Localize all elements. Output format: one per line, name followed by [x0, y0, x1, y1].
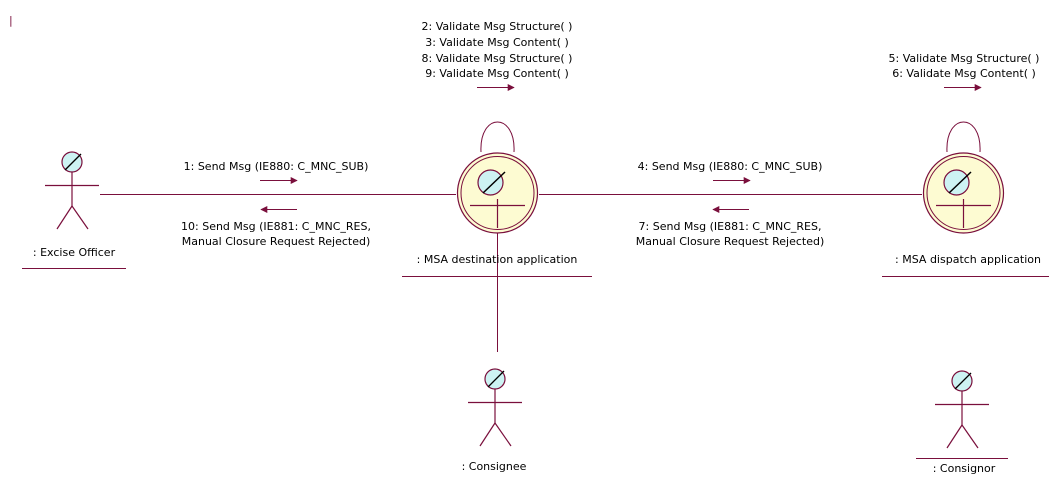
self-loop-disp[interactable]	[946, 121, 981, 153]
self-loop-dest[interactable]	[480, 121, 515, 153]
control-object-icon	[456, 152, 539, 234]
actor-icon	[468, 368, 522, 447]
self-message-2: 2: Validate Msg Structure( )	[422, 20, 573, 33]
message-label-7-line1: 7: Send Msg (IE881: C_MNC_RES,	[639, 220, 822, 233]
actor-consignee[interactable]: : Consignee	[462, 368, 527, 473]
message-label-1: 1: Send Msg (IE880: C_MNC_SUB)	[184, 160, 369, 173]
object-msa-dispatch[interactable]: : MSA dispatch application	[882, 152, 1049, 277]
actor-icon	[45, 151, 99, 230]
actor-consignor[interactable]: : Consignor	[916, 370, 1008, 475]
actor-label-excise-officer: : Excise Officer	[33, 246, 116, 259]
links	[100, 194, 922, 352]
stray-mark: |	[9, 14, 13, 27]
self-messages-dest: 2: Validate Msg Structure( ) 3: Validate…	[422, 20, 573, 80]
actor-icon	[935, 370, 989, 449]
self-message-6: 6: Validate Msg Content( )	[892, 67, 1036, 80]
message-label-7-line2: Manual Closure Request Rejected)	[636, 235, 825, 248]
self-messages-disp: 5: Validate Msg Structure( ) 6: Validate…	[889, 52, 1040, 80]
self-message-5: 5: Validate Msg Structure( )	[889, 52, 1040, 65]
message-label-4: 4: Send Msg (IE880: C_MNC_SUB)	[638, 160, 823, 173]
self-message-3: 3: Validate Msg Content( )	[425, 36, 569, 49]
message-label-10-line1: 10: Send Msg (IE881: C_MNC_RES,	[181, 220, 371, 233]
actor-label-consignee: : Consignee	[462, 460, 527, 473]
control-object-icon	[922, 152, 1005, 234]
object-label-dest: : MSA destination application	[417, 253, 578, 266]
object-msa-destination[interactable]: : MSA destination application	[402, 152, 592, 277]
actor-label-consignor: : Consignor	[933, 462, 996, 475]
self-message-8: 8: Validate Msg Structure( )	[422, 52, 573, 65]
self-message-9: 9: Validate Msg Content( )	[425, 67, 569, 80]
message-label-10-line2: Manual Closure Request Rejected)	[182, 235, 371, 248]
object-label-disp: : MSA dispatch application	[895, 253, 1041, 266]
actor-excise-officer[interactable]: : Excise Officer	[22, 151, 126, 269]
